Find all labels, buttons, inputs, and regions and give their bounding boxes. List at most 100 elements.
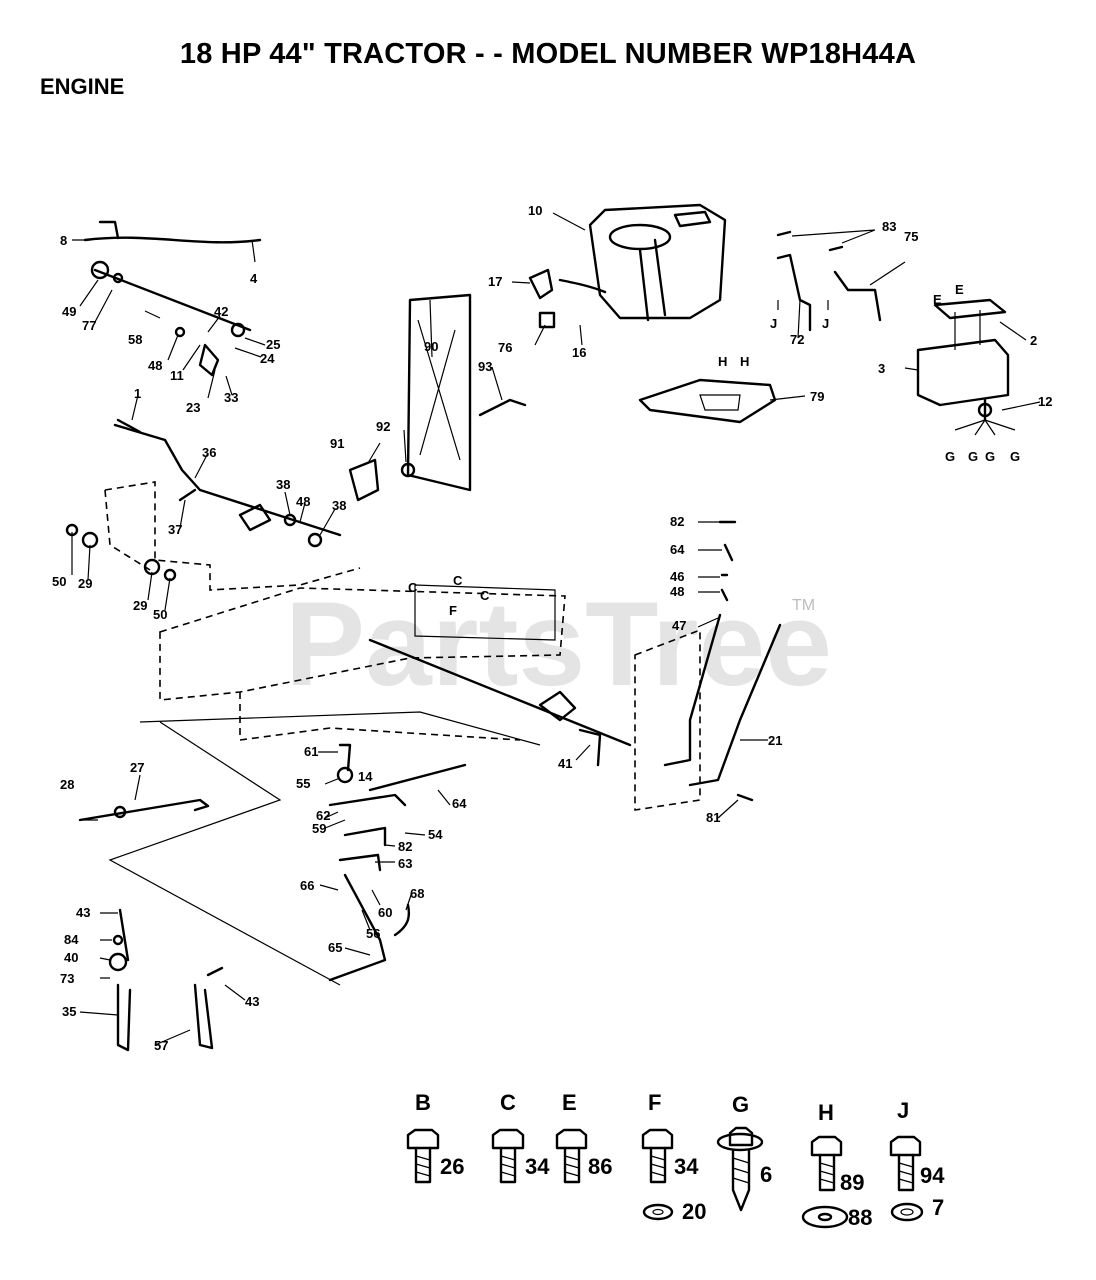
callout-number: 92 <box>376 419 390 434</box>
hardware-letter: J <box>897 1098 909 1123</box>
callout-number: 50 <box>153 607 167 622</box>
callout-number: 25 <box>266 337 280 352</box>
center-link-assembly <box>328 743 467 982</box>
hardware-letter: C <box>500 1090 516 1115</box>
callout-number: 23 <box>186 400 200 415</box>
mounting-panel <box>348 293 527 502</box>
ref-letter: C <box>453 573 463 588</box>
throttle-cable <box>83 220 262 244</box>
ref-letter: G <box>945 449 955 464</box>
callout-number: 40 <box>64 950 78 965</box>
callout-number: 8 <box>60 233 67 248</box>
callout-number: 64 <box>452 796 467 811</box>
callout-number: 91 <box>330 436 344 451</box>
hardware-part-number: 6 <box>760 1162 772 1187</box>
callout-number: 46 <box>670 569 684 584</box>
callout-number: 37 <box>168 522 182 537</box>
callout-number: 58 <box>128 332 142 347</box>
muffler-assembly <box>916 298 1016 436</box>
hardware-letter: F <box>648 1090 661 1115</box>
flange-screw-icon <box>716 1126 764 1212</box>
callout-number: 24 <box>260 351 275 366</box>
callout-number: 36 <box>202 445 216 460</box>
callout-number: 42 <box>214 304 228 319</box>
ref-letter: G <box>968 449 978 464</box>
hardware-letter: B <box>415 1090 431 1115</box>
callout-number: 3 <box>878 361 885 376</box>
watermark: PartsTree <box>285 577 832 711</box>
callout-number: 55 <box>296 776 310 791</box>
callout-number: 76 <box>498 340 512 355</box>
hardware-letter: E <box>562 1090 577 1115</box>
hex-bolt-icon <box>810 1135 843 1192</box>
callout-number: 50 <box>52 574 66 589</box>
hex-bolt-icon <box>555 1128 588 1184</box>
callout-number: 41 <box>558 756 572 771</box>
lock-washer-icon <box>642 1203 674 1221</box>
callout-number: 84 <box>64 932 79 947</box>
callout-number: 47 <box>672 618 686 633</box>
ref-letter: C <box>408 580 418 595</box>
main-shaft <box>368 638 632 767</box>
ref-letter: F <box>449 603 457 618</box>
callout-number: 63 <box>398 856 412 871</box>
hex-bolt-icon <box>889 1135 922 1192</box>
callout-number: 2 <box>1030 333 1037 348</box>
ref-letter: H <box>718 354 727 369</box>
callout-number: 68 <box>410 886 424 901</box>
callout-number: 48 <box>670 584 684 599</box>
callout-number: 33 <box>224 390 238 405</box>
callout-number: 79 <box>810 389 824 404</box>
callout-number: 59 <box>312 821 326 836</box>
callout-number: 12 <box>1038 394 1052 409</box>
lift-rods <box>663 520 782 802</box>
hardware-letter: H <box>818 1100 834 1125</box>
reference-letters: C C C F E E G G G G H H J J <box>408 282 1020 618</box>
callout-number: 49 <box>62 304 76 319</box>
callout-number: 43 <box>245 994 259 1009</box>
hex-bolt-icon <box>491 1128 525 1184</box>
ref-letter: J <box>770 316 777 331</box>
callout-number: 75 <box>904 229 918 244</box>
ref-letter: E <box>933 292 942 307</box>
ref-letter: C <box>480 588 490 603</box>
frame-outline <box>104 481 701 986</box>
diagram-title: 18 HP 44" TRACTOR - - MODEL NUMBER WP18H… <box>179 38 917 70</box>
callout-number: 4 <box>250 271 258 286</box>
section-label: ENGINE <box>40 74 125 99</box>
hardware-legend: B 26 C 34 E 86 F 34 <box>406 1090 945 1230</box>
split-washer-icon <box>890 1202 924 1222</box>
callout-number: 73 <box>60 971 74 986</box>
callout-number: 29 <box>133 598 147 613</box>
lift-lever <box>113 418 342 548</box>
hardware-washer-number: 20 <box>682 1199 706 1224</box>
callout-number: 1 <box>134 386 141 401</box>
hex-bolt-icon <box>406 1128 440 1184</box>
callout-number: 17 <box>488 274 502 289</box>
callout-number: 83 <box>882 219 896 234</box>
hardware-part-number: 94 <box>920 1163 945 1188</box>
ref-letter: J <box>822 316 829 331</box>
ref-letter: G <box>985 449 995 464</box>
hardware-letter: G <box>732 1092 749 1117</box>
ref-letter: H <box>740 354 749 369</box>
callout-number: 81 <box>706 810 720 825</box>
hardware-part-number: 34 <box>525 1154 550 1179</box>
watermark-trademark: TM <box>792 597 815 614</box>
callout-number: 29 <box>78 576 92 591</box>
callout-number: 21 <box>768 733 782 748</box>
callout-number: 48 <box>148 358 162 373</box>
engine-assembly <box>528 203 727 329</box>
callout-number: 60 <box>378 905 392 920</box>
callout-number: 57 <box>154 1038 168 1053</box>
hardware-washer-number: 88 <box>848 1205 872 1230</box>
flat-washer-icon <box>801 1205 849 1229</box>
callout-number: 66 <box>300 878 314 893</box>
lower-left-parts <box>108 908 224 1052</box>
callout-number: 56 <box>366 926 380 941</box>
ref-letter: E <box>955 282 964 297</box>
hardware-part-number: 89 <box>840 1170 864 1195</box>
callout-number: 93 <box>478 359 492 374</box>
hex-bolt-icon <box>641 1128 674 1184</box>
